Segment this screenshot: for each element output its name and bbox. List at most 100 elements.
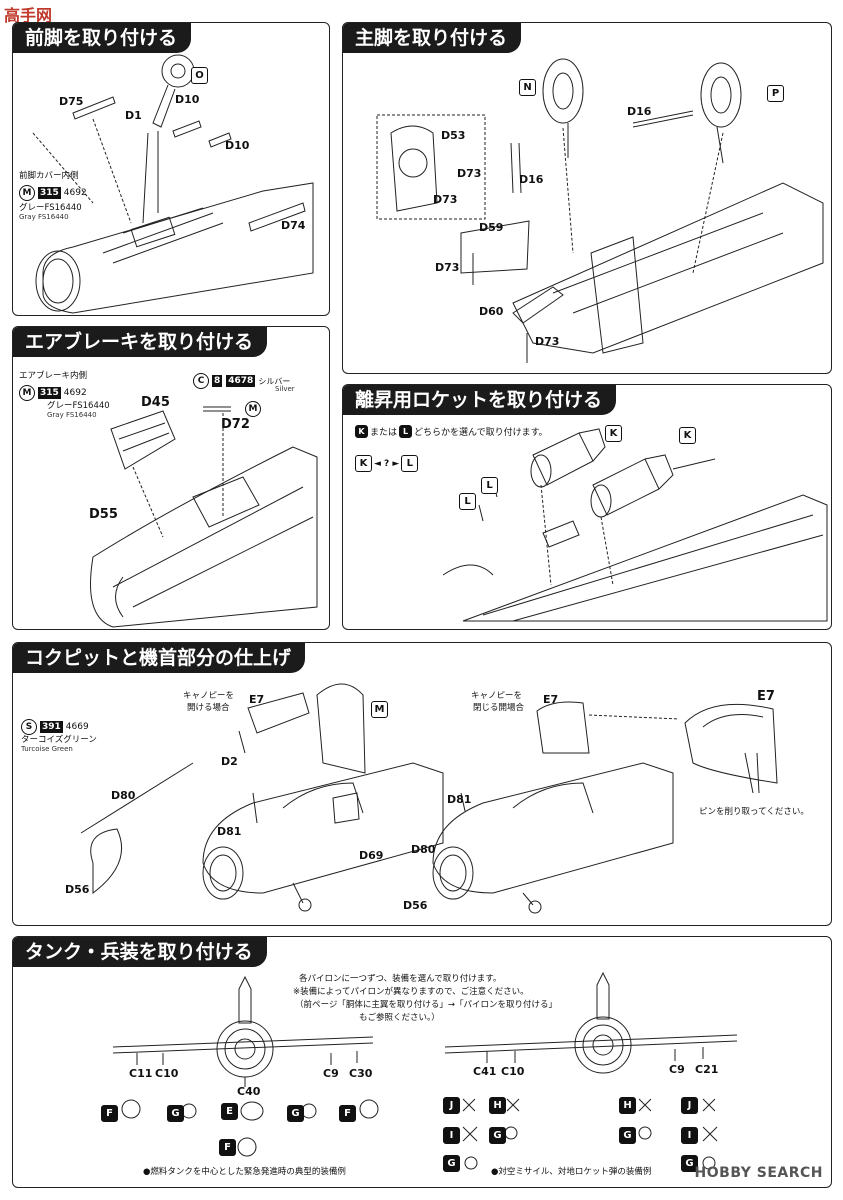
stores-note: （前ページ「胴体に主翼を取り付ける」→「パイロンを取り付ける」 — [295, 1000, 557, 1010]
panel-title: コクピットと機首部分の仕上げ — [13, 643, 306, 673]
paint-name-en: Turcoise Green — [21, 745, 73, 753]
store-option-badge: G — [489, 1127, 506, 1144]
part-label: D55 — [89, 507, 118, 522]
arrow-l-badge: L — [401, 455, 419, 472]
choice-note: K または L どちらかを選んで取り付けます。 — [355, 425, 548, 438]
loadout-caption: ●燃料タンクを中心とした緊急発進時の典型的装備例 — [143, 1167, 346, 1177]
part-label: E7 — [757, 689, 775, 704]
part-label: E7 — [249, 693, 265, 706]
choice-arrow: K ◄ ? ► L — [355, 455, 419, 472]
part-label: D56 — [65, 883, 90, 896]
cockpit-drawing — [80, 683, 778, 914]
part-label: D1 — [125, 109, 142, 122]
paint-name-en: Gray FS16440 — [19, 213, 69, 221]
store-option-badge: J — [681, 1097, 698, 1114]
part-label: D75 — [59, 95, 84, 108]
paint-code-2: 4692 — [63, 188, 87, 198]
panel-stores: タンク・兵装を取り付ける 各パイロンに一つずつ、装備を選んで取り付けます。 ※装… — [12, 936, 832, 1188]
canopy-open-note: キャノピーを — [183, 691, 235, 701]
sprue-k-badge: K — [679, 427, 696, 444]
part-label: D81 — [217, 825, 242, 838]
part-label: D80 — [111, 789, 136, 802]
part-sprue-badge: M — [245, 401, 261, 417]
part-label: D73 — [433, 193, 458, 206]
main-gear-drawing — [376, 58, 824, 363]
paint-code: 315 — [38, 187, 61, 199]
part-label: D16 — [519, 173, 544, 186]
choice-k-badge: K — [355, 425, 368, 438]
part-label: D73 — [435, 261, 460, 274]
pylon-label: C9 — [323, 1067, 339, 1080]
pylon-label: C40 — [237, 1085, 261, 1098]
paint-code-2: 4669 — [65, 722, 89, 732]
pylon-label: C10 — [155, 1067, 179, 1080]
panel-rockets: 離昇用ロケットを取り付ける K または L どちらかを選んで取り付けます。 K … — [342, 384, 832, 630]
part-sprue-badge: N — [519, 79, 536, 96]
pylon-label: C11 — [129, 1067, 153, 1080]
stores-note: 各パイロンに一つずつ、装備を選んで取り付けます。 — [299, 974, 502, 984]
part-label: D10 — [175, 93, 200, 106]
pin-note: ピンを削り取ってください。 — [699, 807, 809, 817]
airbrake-drawing — [90, 406, 318, 628]
stores-drawing — [112, 971, 738, 1170]
paint-name-jp: ターコイズグリーン — [21, 735, 97, 745]
store-option-badge: G — [287, 1105, 304, 1122]
paint-code: 391 — [40, 721, 63, 733]
canopy-closed-note: キャノピーを — [471, 691, 523, 701]
pylon-label: C30 — [349, 1067, 373, 1080]
store-option-badge: I — [681, 1127, 698, 1144]
paint-code: 315 — [38, 387, 61, 399]
paint-code-2: 4692 — [63, 388, 87, 398]
pylon-label: C21 — [695, 1063, 719, 1076]
nose-gear-drawing — [32, 54, 314, 314]
paint-note: エアブレーキ内側 — [19, 371, 88, 381]
part-label: D60 — [479, 305, 504, 318]
store-option-badge: G — [681, 1155, 698, 1172]
paint-code: 8 — [212, 375, 223, 387]
canopy-open-note: 開ける場合 — [187, 703, 230, 713]
pylon-label: C9 — [669, 1063, 685, 1076]
part-label: D45 — [141, 395, 170, 410]
sprue-l-badge: L — [459, 493, 476, 510]
part-label: D2 — [221, 755, 238, 768]
store-option-badge: I — [443, 1127, 460, 1144]
panel-title: タンク・兵装を取り付ける — [13, 937, 267, 967]
store-option-badge: E — [221, 1103, 238, 1120]
arrow-k-badge: K — [355, 455, 372, 472]
part-label: D81 — [447, 793, 472, 806]
store-option-badge: F — [101, 1105, 118, 1122]
canopy-closed-note: 閉じる開場合 — [473, 703, 525, 713]
part-label: D69 — [359, 849, 384, 862]
pylon-label: C41 — [473, 1065, 497, 1078]
stores-note: もご参照ください。） — [359, 1013, 440, 1023]
store-option-badge: G — [167, 1105, 184, 1122]
part-label: D56 — [403, 899, 428, 912]
paint-letter-badge: C — [193, 373, 209, 389]
stores-note: ※装備によってパイロンが異なりますので、ご注意ください。 — [293, 987, 529, 997]
choice-text: または — [370, 428, 398, 438]
choice-l-badge: L — [399, 425, 413, 438]
sprue-l-badge: L — [481, 477, 498, 494]
panel-main-gear: 主脚を取り付ける N P D53 D73 D73 — [342, 22, 832, 374]
site-watermark-logo: 高手网 — [4, 6, 53, 25]
store-option-badge: F — [339, 1105, 356, 1122]
part-label: D53 — [441, 129, 466, 142]
store-option-badge: H — [489, 1097, 506, 1114]
part-sprue-badge: P — [767, 85, 784, 102]
rockets-drawing — [442, 428, 828, 622]
store-option-badge: J — [443, 1097, 460, 1114]
part-label: E7 — [543, 693, 559, 706]
part-label: D59 — [479, 221, 504, 234]
panel-nose-gear: 前脚を取り付ける D75 D1 D10 D10 D74 O 前脚カバー内側 M — [12, 22, 330, 316]
swap-arrow-icon: ◄ ? ► — [374, 458, 400, 469]
pylon-label: C10 — [501, 1065, 525, 1078]
paint-name-jp: シルバー — [258, 376, 291, 386]
paint-name-jp: グレーFS16440 — [19, 203, 82, 213]
panel-title: エアブレーキを取り付ける — [13, 327, 268, 357]
choice-text: どちらかを選んで取り付けます。 — [414, 428, 548, 438]
seat-sprue-badge: M — [371, 701, 388, 718]
paint-name-en: Gray FS16440 — [47, 411, 97, 419]
